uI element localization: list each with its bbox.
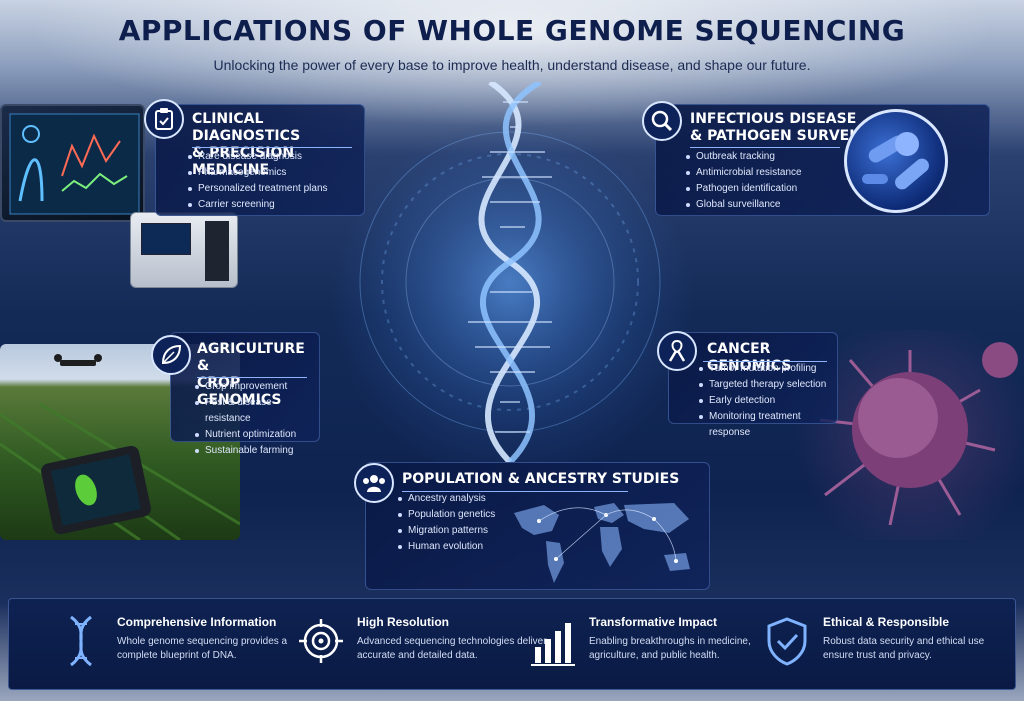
page-title: APPLICATIONS OF WHOLE GENOME SEQUENCING xyxy=(118,14,906,47)
clinical-diagnostics-panel: CLINICAL DIAGNOSTICS & PRECISION MEDICIN… xyxy=(144,99,365,216)
list-item: Migration patterns xyxy=(396,523,495,539)
cancer-list: Tumor mutation profiling Targeted therap… xyxy=(697,361,837,441)
clinical-divider xyxy=(192,147,352,148)
feature-title: Ethical & Responsible xyxy=(823,615,950,629)
agriculture-title-line1: AGRICULTURE & xyxy=(197,341,305,374)
sequencer-device-image xyxy=(130,212,238,288)
cancer-genomics-panel: CANCER GENOMICS Tumor mutation profiling… xyxy=(657,331,838,438)
list-item: Tumor mutation profiling xyxy=(697,361,837,377)
feature-transformative: Transformative Impact Enabling breakthro… xyxy=(531,611,761,679)
cancer-title-line1: CANCER GENOMICS xyxy=(707,341,792,374)
leaf-icon xyxy=(151,335,191,375)
feature-title: Transformative Impact xyxy=(589,615,718,629)
list-item: Pathogen identification xyxy=(684,181,802,197)
dna-illustration xyxy=(340,79,680,465)
clinical-list: Rare disease diagnosis Pharmacogenomics … xyxy=(186,149,328,213)
list-item: Personalized treatment plans xyxy=(186,181,328,197)
feature-ethical: Ethical & Responsible Robust data securi… xyxy=(765,611,1005,679)
list-item: Pest & disease resistance xyxy=(193,395,319,427)
list-item: Monitoring treatment response xyxy=(697,409,837,441)
world-map-graphic xyxy=(514,503,690,583)
list-item: Early detection xyxy=(697,393,837,409)
infectious-disease-panel: INFECTIOUS DISEASE & PATHOGEN SURVEILLAN… xyxy=(642,101,990,216)
list-item: Targeted therapy selection xyxy=(697,377,837,393)
feature-comprehensive: Comprehensive Information Whole genome s… xyxy=(59,611,287,679)
list-item: Rare disease diagnosis xyxy=(186,149,328,165)
list-item: Antimicrobial resistance xyxy=(684,165,802,181)
list-item: Pharmacogenomics xyxy=(186,165,328,181)
population-title-line1: POPULATION & ANCESTRY STUDIES xyxy=(402,471,680,487)
list-item: Population genetics xyxy=(396,507,495,523)
population-panel: POPULATION & ANCESTRY STUDIES Ancestry a… xyxy=(354,462,710,590)
agriculture-title-line2: CROP GENOMICS xyxy=(197,375,282,408)
list-item: Outbreak tracking xyxy=(684,149,802,165)
feature-desc: Enabling breakthroughs in medicine, agri… xyxy=(589,636,751,661)
list-item: Sustainable farming xyxy=(193,443,319,459)
header: APPLICATIONS OF WHOLE GENOME SEQUENCING … xyxy=(0,14,1024,73)
feature-desc: Whole genome sequencing provides a compl… xyxy=(117,636,288,661)
list-item: Crop improvement xyxy=(193,379,319,395)
feature-title: High Resolution xyxy=(357,615,449,629)
infectious-list: Outbreak tracking Antimicrobial resistan… xyxy=(684,149,802,213)
magnifier-icon xyxy=(642,101,682,141)
population-list: Ancestry analysis Population genetics Mi… xyxy=(396,491,495,555)
feature-desc: Advanced sequencing technologies deliver… xyxy=(357,636,547,661)
feature-high-resolution: High Resolution Advanced sequencing tech… xyxy=(299,611,547,679)
population-divider xyxy=(402,491,628,492)
agriculture-list: Crop improvement Pest & disease resistan… xyxy=(193,379,319,459)
ribbon-icon xyxy=(657,331,697,371)
target-icon xyxy=(299,619,343,663)
people-icon xyxy=(354,463,394,503)
list-item: Human evolution xyxy=(396,539,495,555)
list-item: Ancestry analysis xyxy=(396,491,495,507)
dna-helix-graphic xyxy=(345,79,675,465)
list-item: Carrier screening xyxy=(186,197,328,213)
feature-title: Comprehensive Information xyxy=(117,615,277,629)
clinical-title-line1: CLINICAL DIAGNOSTICS xyxy=(192,111,301,144)
clinical-title-line2: & PRECISION MEDICINE xyxy=(192,145,295,178)
medical-monitor-image xyxy=(0,104,145,222)
bar-chart-icon xyxy=(531,623,575,666)
dna-icon xyxy=(70,615,92,667)
list-item: Nutrient optimization xyxy=(193,427,319,443)
features-bar: Comprehensive Information Whole genome s… xyxy=(8,598,1016,690)
cancer-cell-image xyxy=(780,330,1024,540)
agriculture-panel: AGRICULTURE & CROP GENOMICS Crop improve… xyxy=(151,332,320,456)
page-subtitle: Unlocking the power of every base to imp… xyxy=(213,57,811,73)
shield-check-icon xyxy=(767,617,807,666)
feature-desc: Robust data security and ethical use ens… xyxy=(823,636,985,661)
infectious-divider xyxy=(690,147,840,148)
list-item: Global surveillance xyxy=(684,197,802,213)
infectious-title-line1: INFECTIOUS DISEASE xyxy=(690,111,857,127)
agriculture-divider xyxy=(197,377,307,378)
cancer-divider xyxy=(703,361,827,362)
bacteria-image xyxy=(844,109,948,213)
clipboard-icon xyxy=(144,99,184,139)
